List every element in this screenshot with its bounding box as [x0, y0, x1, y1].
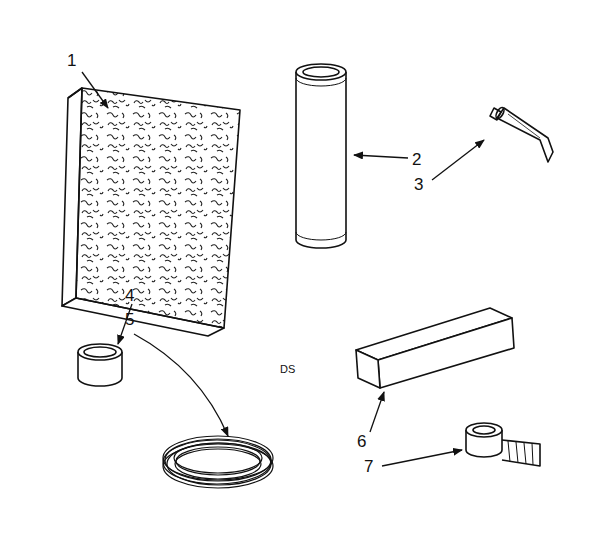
small-can — [78, 344, 122, 386]
callout-number: 6 — [357, 433, 366, 450]
wire-coil — [163, 436, 273, 488]
filter-panel — [60, 85, 245, 336]
spray-can — [296, 64, 346, 248]
callout-number: 1 — [67, 52, 76, 69]
grease-tube — [490, 106, 553, 162]
callout-number: 3 — [414, 176, 423, 193]
callout-number: 2 — [412, 151, 421, 168]
callout-number: 4 — [125, 287, 134, 304]
callout-number: 7 — [364, 458, 373, 475]
tape-roll — [466, 423, 540, 466]
sealing-bar — [356, 308, 514, 388]
drawing-code: DS — [280, 364, 295, 375]
callout-number: 5 — [125, 311, 134, 328]
leader-lines — [82, 72, 484, 466]
